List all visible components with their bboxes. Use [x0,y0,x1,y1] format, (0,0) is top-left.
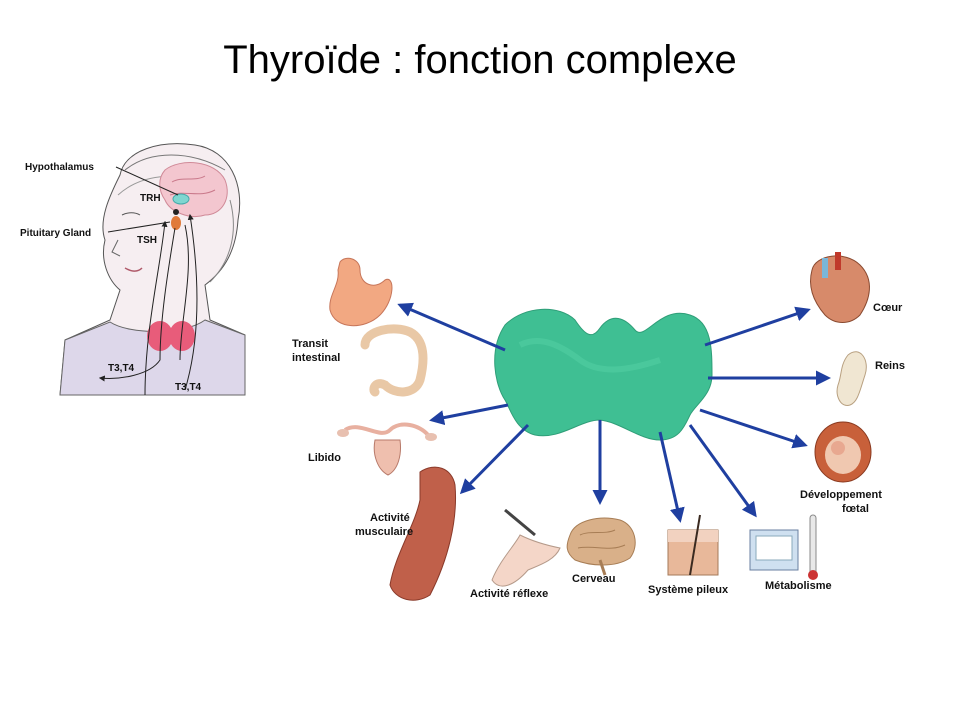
fetus-icon [814,421,872,483]
kidney-icon [836,351,867,406]
label-t3t4-right: T3,T4 [175,382,202,393]
label-musculaire: musculaire [355,526,413,538]
arm-muscle-icon [389,466,456,601]
label-cerveau: Cerveau [572,573,615,585]
label-reins: Reins [875,360,905,372]
label-developpement: Développement [800,489,882,501]
label-libido: Libido [308,452,341,464]
label-metabolisme: Métabolisme [765,580,832,592]
scale-thermometer-icon [749,514,818,580]
slide-title: Thyroïde : fonction complexe [223,38,737,82]
label-activite: Activité [370,512,410,524]
label-trh: TRH [140,193,161,204]
head-illustration [59,143,246,396]
brain-icon [566,517,636,576]
skin-hair-icon [667,514,719,576]
uterus-icon [337,422,437,476]
thyroid-gland-large [494,308,713,441]
reflex-hammer-icon [491,508,561,587]
label-intestinal: intestinal [292,352,340,364]
stomach-icon [329,257,393,327]
label-foetal: fœtal [842,503,869,515]
intestine-icon [360,324,428,397]
label-pituitary-gland: Pituitary Gland [20,228,91,239]
label-systeme-pileux: Système pileux [648,584,729,596]
thyroid-gland-small [147,321,195,351]
label-hypothalamus: Hypothalamus [25,162,94,173]
label-t3t4-left: T3,T4 [108,363,135,374]
label-transit: Transit [292,338,328,350]
label-coeur: Cœur [873,302,903,314]
label-activite-reflexe: Activité réflexe [470,588,548,600]
arrows [397,302,831,523]
label-tsh: TSH [137,235,157,246]
